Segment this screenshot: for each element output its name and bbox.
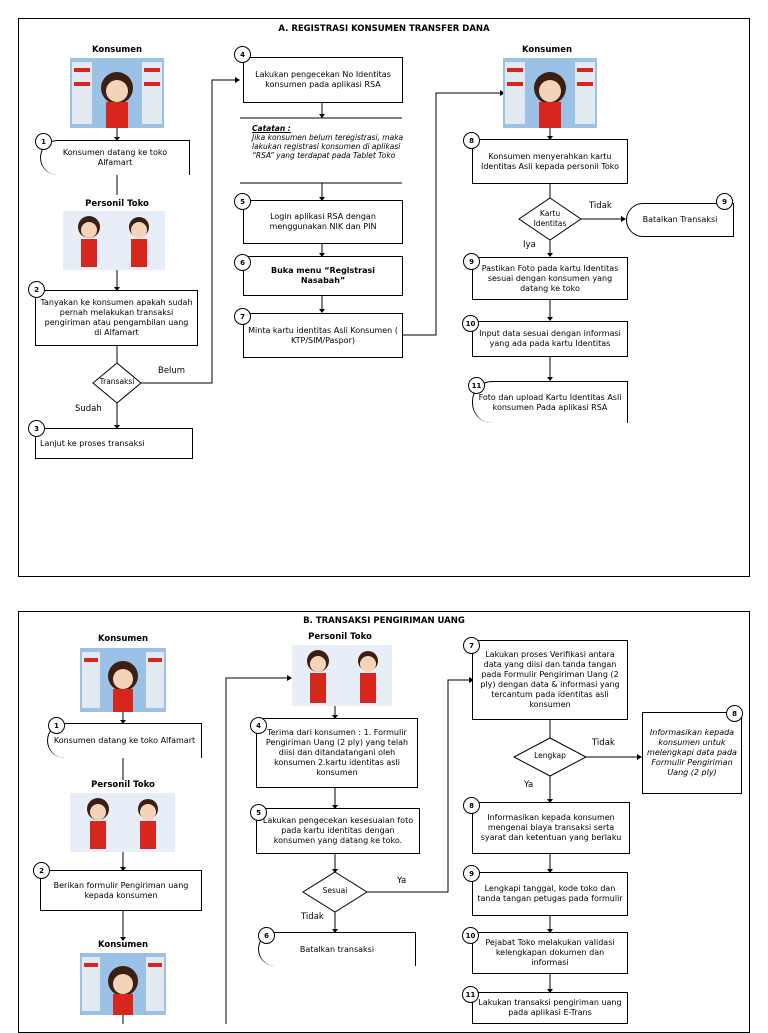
store-customer-icon	[80, 648, 166, 712]
label-tidak2-b: Tidak	[592, 738, 615, 748]
actor-konsumen-b-bottom: Konsumen	[97, 940, 149, 950]
label-belum: Belum	[158, 366, 186, 376]
label-sudah: Sudah	[75, 404, 102, 414]
step-2-a: Tanyakan ke konsumen apakah sudah pernah…	[35, 290, 198, 346]
step-number: 8	[463, 797, 480, 814]
step-1-b: Konsumen datang ke toko Alfamart	[47, 723, 202, 758]
step-8b-b: Informasikan kepada konsumen untuk melen…	[642, 712, 742, 794]
step-11-a: Foto dan upload Kartu Identitas Asli kon…	[472, 381, 628, 423]
decision-kartu-identitas: Kartu Identitas	[533, 209, 567, 228]
step-number: 9	[716, 193, 733, 210]
actor-konsumen-a-left: Konsumen	[91, 45, 143, 55]
step-7-a: Minta kartu identitas Asli Konsumen ( KT…	[243, 313, 403, 358]
step-number: 8	[726, 705, 743, 722]
step-5-a: Login aplikasi RSA dengan menggunakan NI…	[243, 200, 403, 244]
man-clerk-icon	[292, 645, 392, 706]
label-ya-b: Ya	[397, 876, 407, 886]
label-iya: Iya	[523, 240, 536, 250]
step-number: 9	[463, 865, 480, 882]
store-customer-icon	[503, 58, 597, 128]
step-10-b: Pejabat Toko melakukan validasi kelengka…	[472, 932, 628, 974]
step-7-b: Lakukan proses Verifikasi antara data ya…	[472, 640, 628, 720]
label-tidak-a: Tidak	[589, 201, 612, 211]
step-number: 7	[234, 308, 251, 325]
step-8-a: Konsumen menyerahkan kartu Identitas Asl…	[472, 139, 628, 184]
step-number: 4	[234, 46, 251, 63]
panel-a-title: A. REGISTRASI KONSUMEN TRANSFER DANA	[278, 24, 490, 34]
step-11-b: Lakukan transaksi pengiriman uang pada a…	[472, 992, 628, 1024]
step-1-a: Konsumen datang ke toko Alfamart	[40, 140, 190, 175]
decision-transaksi: Transaksi	[99, 377, 135, 386]
step-6-b: Batalkan transaksi	[258, 932, 416, 966]
step-number: 11	[462, 986, 479, 1003]
actor-personil-b-mid: Personil Toko	[308, 632, 372, 642]
step-number: 2	[33, 862, 50, 879]
step-number: 10	[462, 315, 479, 332]
step-8-b: Informasikan kepada konsumen mengenai bi…	[472, 802, 630, 854]
actor-personil-a: Personil Toko	[85, 199, 149, 209]
step-3-a: Lanjut ke proses transaksi	[35, 428, 193, 459]
note-catatan: Catatan : Jika konsumen belum teregistra…	[252, 124, 404, 160]
panel-b-title: B. TRANSAKSI PENGIRIMAN UANG	[303, 616, 465, 626]
step-number: 9	[463, 253, 480, 270]
step-6-a: Buka menu “Registrasi Nasabah”	[243, 256, 403, 296]
store-customer-icon	[80, 953, 166, 1015]
step-number: 6	[234, 254, 251, 271]
step-4-a: Lakukan pengecekan No Identitas konsumen…	[243, 57, 403, 103]
step-number: 10	[462, 927, 479, 944]
step-number: 11	[468, 377, 485, 394]
label-tidak-b: Tidak	[301, 912, 324, 922]
step-number: 5	[234, 193, 251, 210]
step-number: 2	[28, 281, 45, 298]
step-9-a: Pastikan Foto pada kartu Identitas sesua…	[472, 257, 628, 300]
actor-konsumen-a-right: Konsumen	[521, 45, 573, 55]
step-number: 5	[250, 804, 267, 821]
step-number: 1	[48, 717, 65, 734]
step-number: 8	[463, 132, 480, 149]
step-number: 6	[258, 927, 275, 944]
store-customer-icon	[70, 58, 164, 128]
step-number: 1	[35, 133, 52, 150]
step-4-b: Terima dari konsumen : 1. Formulir Pengi…	[256, 718, 418, 788]
step-2-b: Berikan formulir Pengiriman uang kepada …	[40, 870, 202, 911]
woman-clerk-icon	[63, 211, 165, 270]
step-5-b: Lakukan pengecekan kesesuaian foto pada …	[256, 808, 420, 854]
label-ya2-b: Ya	[524, 780, 534, 790]
woman-clerk-icon	[70, 793, 175, 852]
step-number: 7	[463, 637, 480, 654]
step-number: 3	[28, 420, 45, 437]
actor-personil-b-left: Personil Toko	[91, 780, 155, 790]
step-number: 4	[250, 717, 267, 734]
step-9-b: Lengkapi tanggal, kode toko dan tanda ta…	[472, 872, 628, 916]
step-10-a: Input data sesuai dengan informasi yang …	[472, 321, 628, 357]
actor-konsumen-b-top: Konsumen	[97, 634, 149, 644]
decision-lengkap: Lengkap	[534, 751, 566, 760]
step-9b-a: Batalkan Transaksi	[626, 203, 734, 237]
decision-sesuai: Sesuai	[322, 886, 348, 895]
